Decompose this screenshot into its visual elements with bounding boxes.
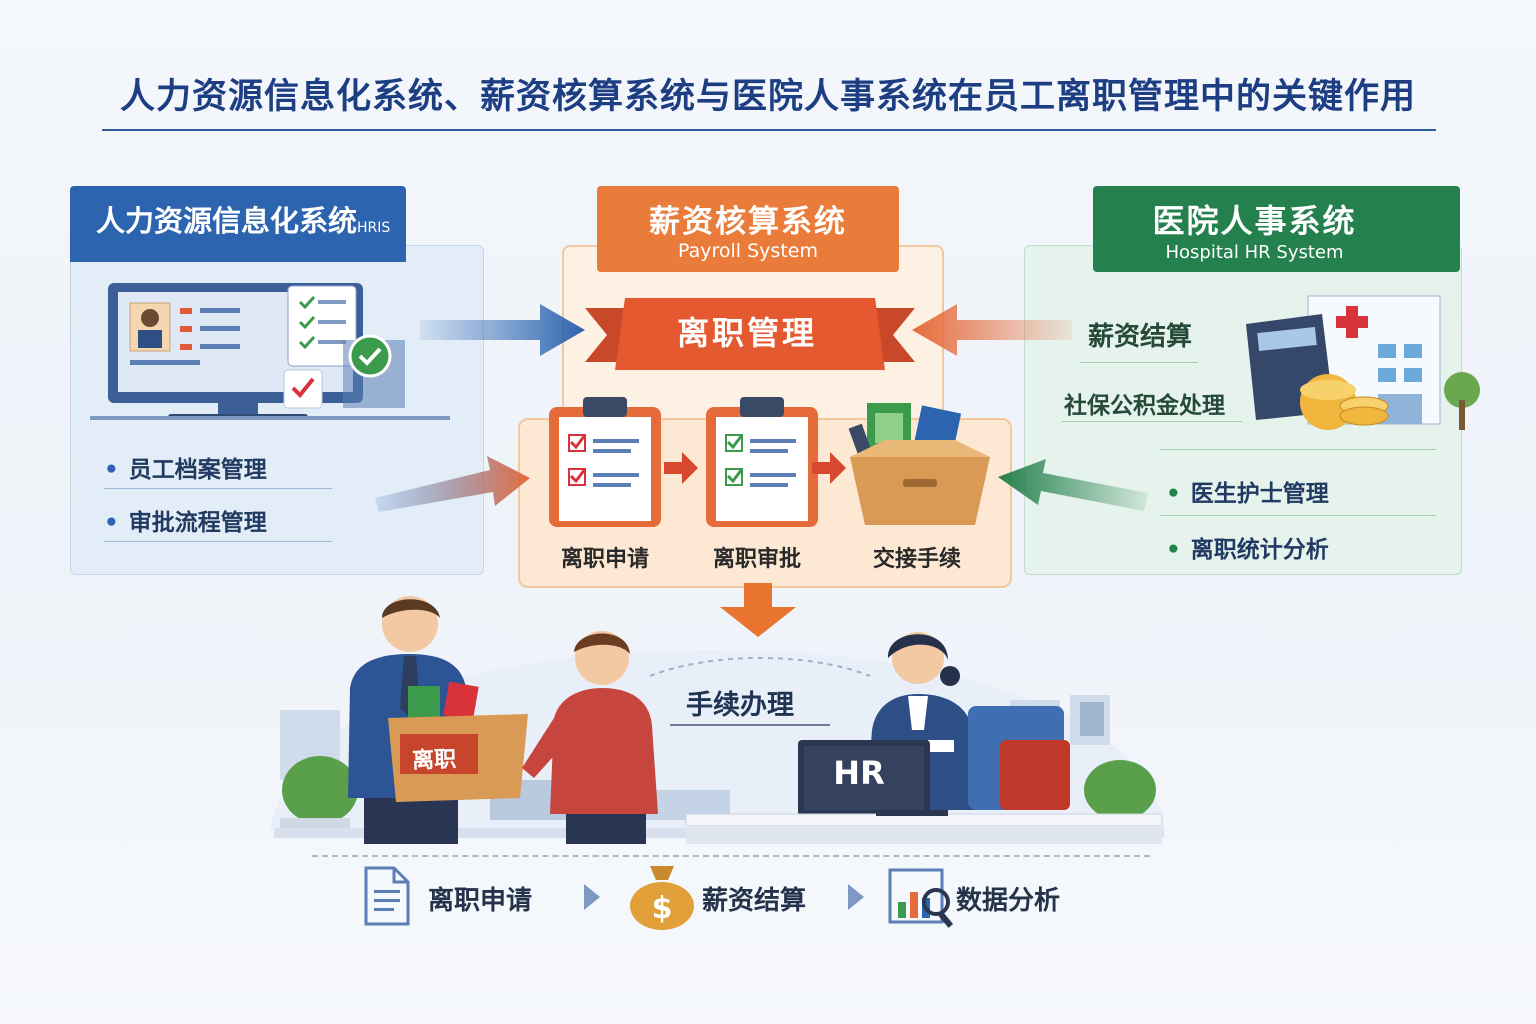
scene-arc	[649, 657, 871, 677]
money-bag-icon: $	[630, 866, 694, 930]
arrow-orange-icon	[375, 456, 530, 512]
hospital-subtitle: Hospital HR System	[1165, 242, 1344, 263]
handover-box-icon	[848, 403, 990, 525]
hris-item-divider	[104, 488, 332, 489]
scene-label: 手续办理	[686, 690, 794, 721]
hospital-item-1: 医生护士管理	[1166, 474, 1329, 508]
arrow-orange-left-icon	[912, 304, 1072, 356]
payroll-subtitle: Payroll System	[678, 240, 818, 262]
colleague-figure	[522, 631, 658, 844]
page-title: 人力资源信息化系统、薪资核算系统与医院人事系统在员工离职管理中的关键作用	[119, 77, 1416, 117]
hris-header	[70, 186, 406, 262]
chevron-right-icon	[848, 884, 864, 910]
hospital-divider	[1160, 449, 1436, 450]
hospital-item-2: 离职统计分析	[1166, 530, 1329, 564]
title-underline	[102, 129, 1436, 131]
arrow-right-icon	[812, 452, 846, 484]
footer-step-payroll: 薪资结算	[702, 886, 807, 916]
hris-subtitle: HRIS	[357, 220, 391, 236]
payroll-title: 薪资核算系统	[649, 204, 847, 240]
hris-item-divider	[104, 541, 332, 542]
departing-employee	[348, 596, 528, 844]
hospital-title: 医院人事系统	[1152, 202, 1357, 240]
payroll-header	[597, 186, 899, 272]
analytics-chart-icon	[888, 868, 954, 928]
clipboard-check-icon	[706, 397, 818, 527]
arrow-blue-icon	[420, 304, 585, 356]
function-payroll-settlement: 薪资结算	[1088, 322, 1193, 352]
step-label-apply: 离职申请	[560, 547, 649, 572]
hospital-header	[1093, 186, 1460, 272]
arrow-right-icon	[664, 452, 698, 484]
clipboard-icon	[549, 397, 661, 527]
scene-label-underline	[670, 724, 830, 726]
arrow-green-left-icon	[998, 459, 1148, 511]
hospital-divider	[1160, 515, 1436, 516]
ribbon-label: 离职管理	[676, 314, 817, 352]
step-label-approve: 离职审批	[712, 547, 801, 572]
hris-title: 人力资源信息化系统	[96, 204, 358, 238]
computer-checklist-icon	[90, 283, 450, 420]
document-icon	[364, 866, 410, 926]
function-divider	[1080, 362, 1198, 363]
arrow-down-icon	[720, 583, 796, 637]
step-label-handover: 交接手续	[872, 547, 961, 572]
svg-text:$: $	[652, 891, 673, 926]
footer-step-analysis: 数据分析	[956, 886, 1061, 916]
function-divider	[1062, 421, 1242, 422]
hris-item-2: 审批流程管理	[104, 503, 267, 537]
function-social-security: 社保公积金处理	[1064, 393, 1225, 419]
ribbon-banner	[585, 298, 915, 370]
footer-divider	[312, 855, 1150, 857]
hospital-calculator-icon	[1246, 295, 1480, 430]
footer-step-apply: 离职申请	[428, 886, 533, 916]
hr-monitor-label: HR	[833, 754, 885, 792]
chevron-right-icon	[584, 884, 600, 910]
reception-desk	[685, 810, 1163, 844]
hr-staff-figure	[866, 632, 1070, 810]
hris-item-1: 员工档案管理	[104, 450, 267, 484]
box-label: 离职	[411, 747, 457, 774]
